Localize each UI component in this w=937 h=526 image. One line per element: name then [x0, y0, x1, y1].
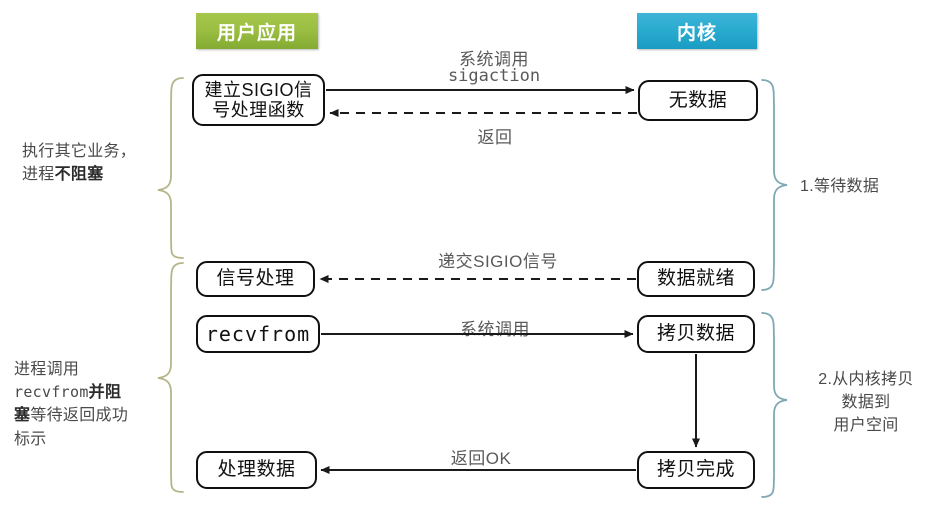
node-establish-sigio-handler: 建立SIGIO信 号处理函数	[192, 74, 325, 126]
node-signal-handle: 信号处理	[196, 261, 315, 297]
node-process-data-label: 处理数据	[217, 459, 296, 481]
kernel-badge: 内核	[637, 13, 757, 49]
annotation-blocking-tail: 等待返回成功	[30, 407, 129, 425]
node-establish-sigio-handler-line2: 号处理函数	[212, 100, 305, 120]
node-copying-data: 拷贝数据	[637, 315, 755, 353]
annotation-non-blocking: 执行其它业务， 进程不阻塞	[22, 140, 162, 186]
annotation-non-blocking-line2-plain: 进程	[22, 166, 55, 184]
annotation-non-blocking-line2-bold: 不阻塞	[54, 166, 104, 184]
user-application-badge: 用户应用	[196, 13, 318, 49]
edge-label-deliver-sigio: 递交SIGIO信号	[438, 252, 558, 271]
node-no-data: 无数据	[638, 80, 758, 121]
annotation-copy-to-user: 2.从内核拷贝 数据到 用户空间	[800, 368, 932, 438]
node-recvfrom-label: recvfrom	[205, 321, 311, 346]
node-copy-done: 拷贝完成	[637, 451, 755, 489]
edge-label-return-ok: 返回OK	[450, 449, 512, 468]
node-establish-sigio-handler-line1: 建立SIGIO信	[204, 79, 313, 100]
brace-right-copy	[761, 312, 788, 498]
node-signal-handle-label: 信号处理	[216, 268, 295, 290]
node-recvfrom: recvfrom	[196, 315, 320, 353]
node-copy-done-label: 拷贝完成	[656, 459, 735, 481]
annotation-blocking-mono: recvfrom	[14, 383, 89, 402]
edge-label-syscall-sigaction: 系统调用	[459, 50, 529, 69]
annotation-copy-to-user-line1: 2.从内核拷贝	[818, 371, 914, 388]
brace-right-wait	[761, 79, 788, 291]
annotation-copy-to-user-line3: 用户空间	[833, 417, 899, 435]
node-process-data: 处理数据	[196, 451, 317, 489]
node-data-ready: 数据就绪	[637, 261, 755, 297]
edge-label-syscall-recvfrom: 系统调用	[460, 320, 530, 339]
annotation-copy-to-user-line2: 数据到	[841, 394, 891, 412]
annotation-blocking-line1: 进程调用	[14, 361, 80, 378]
annotation-blocking-bold1: 并阻	[88, 384, 122, 402]
annotation-blocking-bold2: 塞	[14, 407, 31, 425]
user-application-label: 用户应用	[216, 22, 297, 44]
annotation-blocking-line4: 标示	[14, 430, 47, 448]
kernel-label: 内核	[676, 22, 717, 44]
edge-label-sigaction: sigaction	[447, 66, 541, 86]
node-data-ready-label: 数据就绪	[656, 268, 735, 290]
node-copying-data-label: 拷贝数据	[656, 323, 735, 345]
node-no-data-label: 无数据	[668, 89, 728, 111]
edge-label-return: 返回	[477, 128, 513, 147]
annotation-non-blocking-line1: 执行其它业务，	[22, 143, 137, 160]
annotation-blocking: 进程调用 recvfrom并阻 塞等待返回成功 标示	[14, 358, 164, 451]
annotation-wait-for-data: 1.等待数据	[800, 178, 880, 195]
